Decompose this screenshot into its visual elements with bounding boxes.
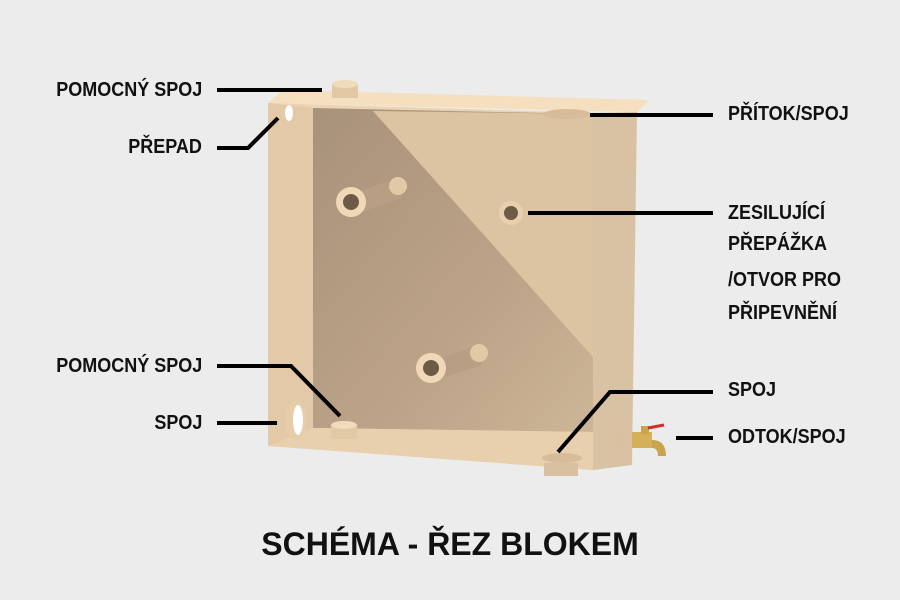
diagram-title: SCHÉMA - ŘEZ BLOKEM	[261, 526, 639, 562]
label-connection-left: SPOJ	[153, 412, 202, 434]
tube	[336, 177, 407, 217]
mounting-hole	[504, 206, 518, 220]
inlet-hole	[543, 109, 591, 119]
label-reinforcing-4: PŘIPEVNĚNÍ	[728, 302, 838, 324]
side-hole	[293, 405, 303, 435]
top-connector	[332, 80, 358, 98]
label-auxiliary-connection-top: POMOCNÝ SPOJ	[55, 79, 202, 101]
label-drain: ODTOK/SPOJ	[728, 426, 846, 448]
drain-tap	[632, 423, 666, 456]
leader-lines	[217, 88, 713, 454]
tube	[416, 344, 488, 383]
reinforcing-partition	[373, 111, 593, 357]
label-connection-right: SPOJ	[728, 379, 777, 401]
label-overflow: PŘEPAD	[128, 136, 202, 158]
label-reinforcing-2: PŘEPÁŽKA	[728, 233, 828, 255]
overflow-hole	[285, 105, 293, 121]
label-reinforcing-1: ZESILUJÍCÍ	[728, 202, 826, 224]
label-inlet: PŘÍTOK/SPOJ	[728, 103, 849, 125]
label-reinforcing-3: /OTVOR PRO	[728, 269, 842, 291]
label-auxiliary-connection-bottom: POMOCNÝ SPOJ	[55, 355, 202, 377]
